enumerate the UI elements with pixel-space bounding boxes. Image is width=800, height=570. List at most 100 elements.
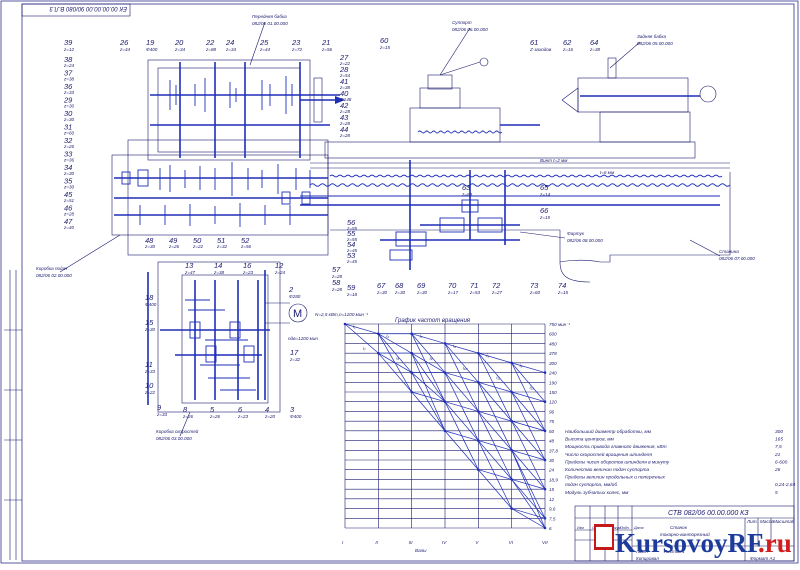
apron-part-teeth: z=15: [539, 215, 551, 220]
apron-part-number: 72: [492, 281, 501, 290]
chart-node: [543, 526, 547, 530]
chart-ray: [478, 411, 512, 451]
part-teeth: z=36: [63, 158, 75, 163]
speed-part-number: 4: [265, 405, 269, 414]
speed-part-number: 14: [214, 261, 222, 270]
chart-node: [510, 448, 513, 452]
part-number: 27: [339, 53, 349, 62]
part-number: 20: [174, 38, 184, 47]
apron-part-number: 62: [563, 38, 572, 47]
stamp-header: Подп.: [620, 526, 630, 530]
chart-x-tick: I: [342, 540, 344, 545]
stamp-header: Дата: [633, 526, 643, 530]
part-teeth: z=30: [63, 171, 75, 176]
callout-carriage: Суппорт: [452, 20, 472, 25]
rack-label: t=6 мм: [600, 170, 615, 175]
apron-part-teeth: z=60: [529, 290, 541, 295]
part-teeth: z=34: [174, 47, 186, 52]
part-teeth: z=26: [63, 144, 75, 149]
part-number: 29: [63, 96, 73, 105]
chart-ray: [511, 391, 546, 403]
spec-value: 7,5: [775, 444, 782, 450]
chart-ray: [478, 382, 512, 422]
chart-x-tick: VII: [542, 540, 548, 545]
chart-ray: [478, 381, 512, 393]
chart-node: [477, 351, 480, 355]
spec-value: 300: [775, 429, 783, 435]
stamp-header: Изм: [577, 526, 584, 530]
chart-ray: [411, 391, 446, 403]
chart-ray: [344, 323, 379, 354]
stamp-copied: Копировал: [636, 556, 659, 561]
spec-key: Высота центров, мм: [565, 437, 615, 443]
speed-part-number: 6: [238, 405, 243, 414]
spec-value: 165: [775, 437, 783, 443]
stamp-mass: Масса: [760, 519, 774, 524]
chart-node: [443, 371, 447, 374]
spec-key: Количество величин подач суппорта: [565, 467, 649, 473]
apron-part-number: 66: [540, 206, 549, 215]
callout-feed-box: 082/06 02.00.000: [36, 273, 72, 278]
speed-part-teeth: z=32: [289, 357, 301, 362]
part-number: 33: [64, 150, 73, 159]
chart-ray: [378, 352, 412, 393]
chart-y-tick: 96: [549, 409, 555, 414]
chart-ratio-label: i₁₁: [496, 375, 500, 380]
chart-y-tick: 30: [549, 458, 555, 463]
part-teeth: z=28: [63, 212, 75, 217]
part-number: 30: [64, 109, 73, 118]
chart-xlabel: Валы: [415, 548, 427, 553]
speed-part-teeth: z=33: [144, 369, 156, 374]
chart-node: [543, 487, 547, 491]
tailstock-assembly: [561, 57, 717, 143]
chart-x-tick: VI: [509, 540, 514, 545]
chart-ray: [411, 353, 446, 431]
part-teeth: z=44: [119, 47, 131, 52]
chart-ray: [511, 362, 546, 373]
chart-ray: [411, 372, 446, 432]
part-teeth: z=32: [216, 244, 228, 249]
chart-ray: [478, 352, 512, 393]
apron-part-number: 60: [380, 36, 389, 45]
part-number: 52: [241, 236, 250, 245]
chart-node: [443, 342, 447, 345]
chart-ray: [511, 479, 546, 519]
chart-node: [543, 400, 547, 404]
chart-ray: [478, 469, 512, 509]
part-number: 43: [340, 113, 349, 122]
apron-part-number: 73: [530, 281, 539, 290]
chart-y-tick: 600: [549, 332, 557, 337]
speed-part-number: 18: [145, 293, 154, 302]
part-labels: 39z=1226z=4419Ф40020z=3422z=8824z=3425z=…: [63, 36, 601, 419]
chart-node: [543, 458, 547, 462]
part-teeth: Ф400: [146, 47, 158, 52]
part-teeth: z=22: [339, 61, 351, 66]
chart-ray: [478, 440, 512, 451]
lathe-bed: [300, 141, 731, 283]
chart-node: [543, 516, 547, 520]
chart-node: [443, 400, 447, 404]
chart-ray: [444, 430, 479, 470]
chart-ray: [511, 449, 546, 461]
speed-part-teeth: z=20: [264, 414, 276, 419]
spec-key: Число скоростей вращения шпинделя: [565, 451, 652, 458]
speed-part-teeth: z=23: [242, 270, 254, 275]
chart-y-tick: 150: [549, 390, 557, 395]
part-number: 24: [225, 38, 234, 47]
spec-value: 26: [774, 467, 781, 473]
part-number: 31: [64, 123, 72, 132]
part-number: 26: [119, 38, 129, 47]
chart-ratio-label: i₃: [420, 334, 423, 339]
apron-part-number: 68: [395, 281, 404, 290]
carriage-assembly: [380, 57, 540, 270]
chart-ray: [411, 333, 446, 373]
chart-ray: [444, 343, 479, 383]
chart-ray: [344, 323, 379, 335]
speed-part-teeth: z=22: [144, 390, 156, 395]
speed-part-teeth: Ф400: [290, 414, 302, 419]
stamp-name-1: Станок: [670, 525, 688, 530]
stamp-name-2: токарно-винторезный: [660, 531, 710, 537]
chart-ray: [511, 479, 546, 490]
part-number: 42: [340, 101, 349, 110]
